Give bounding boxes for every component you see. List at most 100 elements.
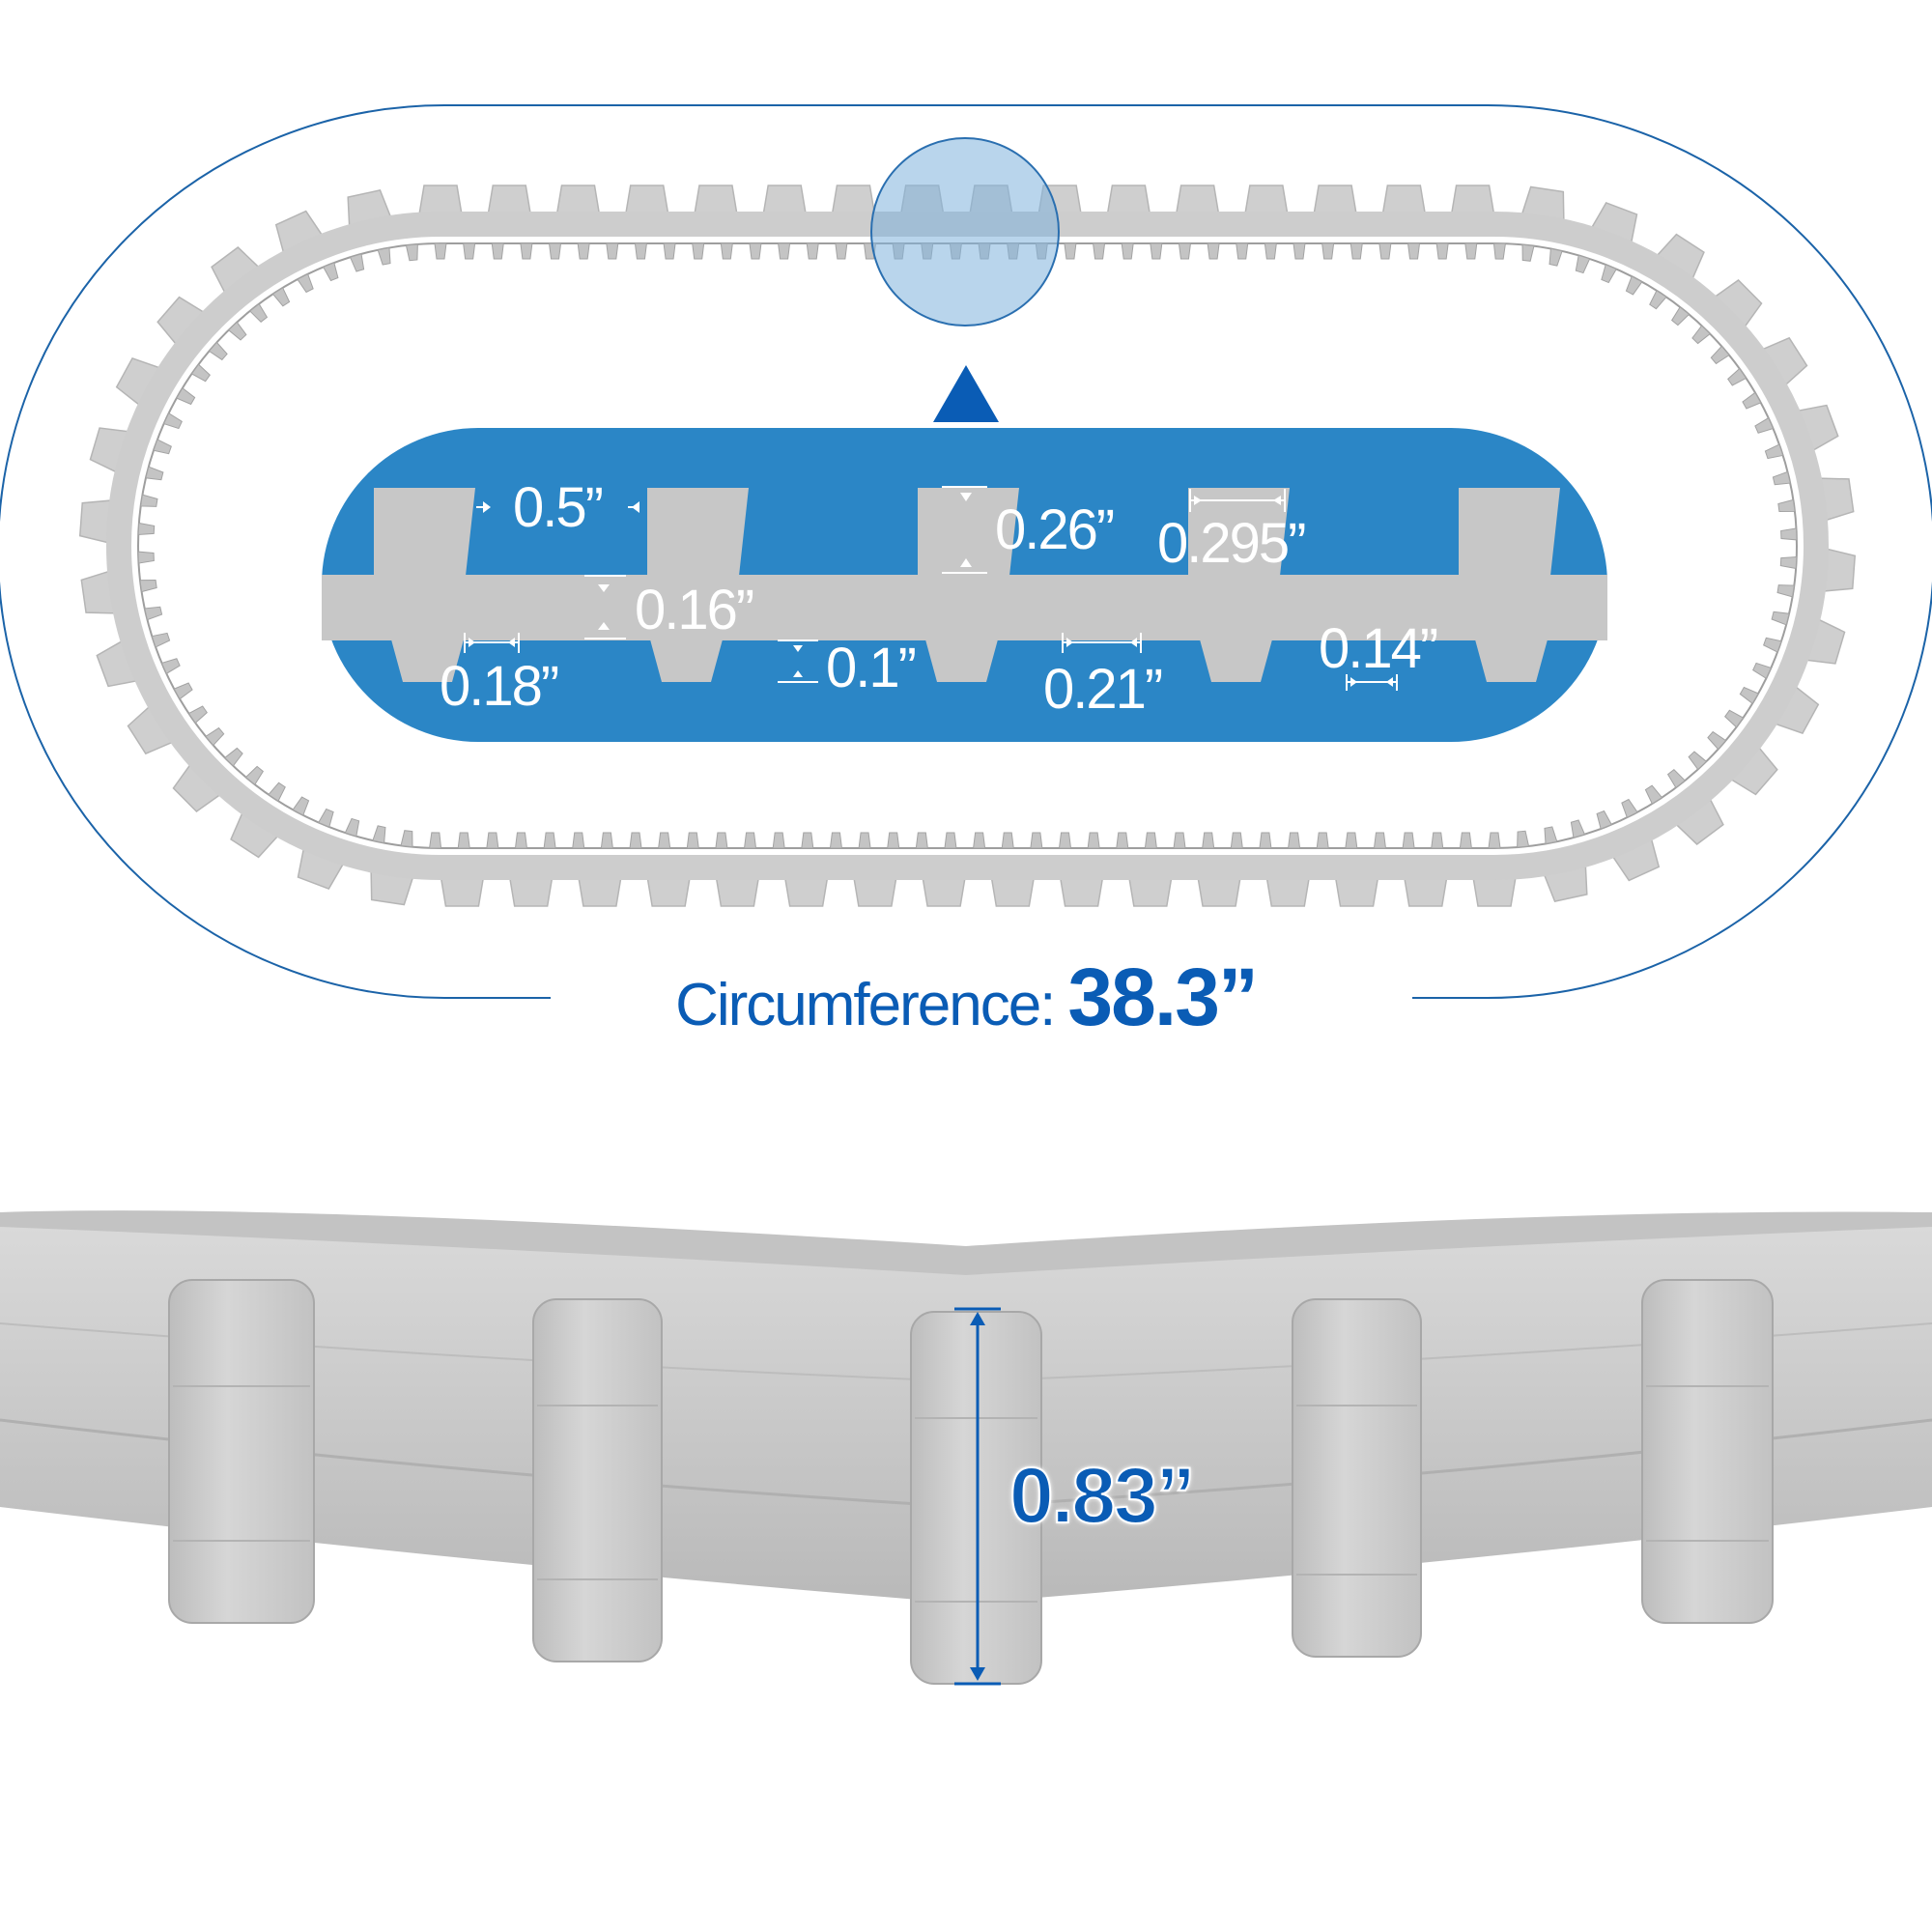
belt-inner-tooth <box>463 242 476 260</box>
belt-cleat <box>168 1279 315 1624</box>
belt-inner-tooth <box>600 832 613 849</box>
inner-tooth-gap-label: 0.14” <box>1319 617 1438 680</box>
belt-inner-tooth <box>1064 242 1077 260</box>
cross-section-tooth-shapes <box>374 488 1560 682</box>
belt-inner-tooth <box>176 387 196 406</box>
belt-inner-tooth <box>1724 709 1745 728</box>
belt-inner-tooth <box>1144 832 1157 849</box>
belt-inner-tooth <box>1092 242 1106 260</box>
belt-cleat <box>532 1298 663 1662</box>
belt-inner-tooth <box>686 832 699 849</box>
belt-outer-tooth <box>852 876 897 907</box>
belt-inner-tooth <box>349 253 365 272</box>
belt-inner-tooth <box>434 242 447 260</box>
belt-inner-tooth <box>543 832 556 849</box>
belt-inner-tooth <box>1575 254 1591 274</box>
belt-inner-tooth <box>778 242 791 260</box>
belt-inner-tooth <box>224 747 243 767</box>
belt-inner-tooth <box>145 466 164 481</box>
belt-inner-tooth <box>1601 264 1617 284</box>
belt-inner-tooth <box>1459 832 1472 849</box>
belt-inner-tooth <box>1178 242 1192 260</box>
belt-inner-tooth <box>137 522 156 536</box>
stadium-frame <box>0 104 1932 999</box>
belt-inner-tooth <box>153 439 172 455</box>
belt-inner-tooth <box>405 243 418 262</box>
belt-outer-tooth <box>487 185 532 215</box>
belt-inner-tooth <box>1464 242 1478 260</box>
belt-inner-tooth <box>1058 832 1072 849</box>
belt-inner-tooth <box>1488 832 1501 849</box>
belt-inner-tooth <box>520 242 533 260</box>
belt-inner-tooth <box>1378 242 1392 260</box>
belt-inner-tooth <box>1207 242 1220 260</box>
belt-inner-tooth <box>1621 798 1638 819</box>
belt-inner-tooth <box>1752 662 1773 679</box>
belt-outer-tooth <box>555 185 601 215</box>
belt-inner-tooth <box>829 832 843 849</box>
belt-inner-tooth <box>715 832 728 849</box>
belt-inner-tooth <box>491 242 504 260</box>
belt-inner-tooth <box>720 242 733 260</box>
belt-inner-tooth <box>292 796 310 816</box>
belt-inner-tooth <box>1570 819 1586 838</box>
belt-inner-tooth <box>1236 242 1249 260</box>
belt-inner-tooth <box>140 494 158 507</box>
belt-inner-tooth <box>514 832 528 849</box>
belt-inner-teeth <box>137 242 1798 849</box>
belt-inner-tooth <box>1150 242 1163 260</box>
belt-outer-tooth <box>1243 185 1289 215</box>
belt-outer-tooth <box>694 185 738 215</box>
belt-closeup <box>0 1210 1932 1685</box>
belt-inner-tooth <box>973 832 986 849</box>
belt-outer-tooth <box>624 185 669 215</box>
tooth-top-width-label: 0.5” <box>513 476 604 539</box>
belt-inner-tooth <box>173 682 193 700</box>
belt-inner-tooth <box>572 832 585 849</box>
belt-inner-tooth <box>400 830 413 848</box>
belt-inner-tooth <box>1754 416 1775 434</box>
belt-outer-tooth <box>1472 876 1517 907</box>
belt-inner-tooth <box>1544 826 1558 845</box>
belt-outer-tooth <box>831 185 876 215</box>
belt-inner-tooth <box>835 242 848 260</box>
belt-inner-tooth <box>1264 242 1277 260</box>
belt-inner-tooth <box>1492 242 1506 260</box>
belt-inner-tooth <box>1776 584 1795 598</box>
belt-inner-tooth <box>1406 242 1421 260</box>
belt-inner-tooth <box>1259 832 1272 849</box>
belt-inner-tooth <box>1649 290 1667 310</box>
belt-inner-tooth <box>1707 730 1727 751</box>
belt-inner-tooth <box>205 726 225 747</box>
belt-inner-tooth <box>1596 810 1613 830</box>
belt-inner-tooth <box>772 832 785 849</box>
belt-outer-tooth <box>440 876 485 907</box>
belt-outer-tooth <box>1265 876 1311 907</box>
belt-inner-tooth <box>1350 242 1363 260</box>
belt-inner-tooth <box>372 825 386 844</box>
belt-cross-section <box>322 488 1607 682</box>
belt-inner-tooth <box>1087 832 1100 849</box>
belt-inner-tooth <box>1670 306 1690 327</box>
belt-inner-tooth <box>1666 769 1687 789</box>
belt-outer-tooth <box>1106 185 1151 215</box>
belt-outer-tooth <box>990 876 1036 907</box>
belt-inner-tooth <box>244 765 265 785</box>
belt-inner-tooth <box>1727 367 1747 386</box>
belt-inner-tooth <box>1373 832 1387 849</box>
belt-inner-tooth <box>271 287 291 307</box>
height-dimension <box>954 1307 1001 1686</box>
belt-thickness-label: 0.16” <box>635 579 754 641</box>
belt-inner-tooth <box>322 262 339 282</box>
belt-inner-tooth <box>1742 391 1762 410</box>
belt-inner-tooth <box>1521 243 1535 262</box>
belt-inner-tooth <box>743 832 757 849</box>
belt-inner-tooth <box>915 832 928 849</box>
belt-outer-tooth <box>1313 185 1357 215</box>
belt-inner-tooth <box>139 580 157 593</box>
belt-inner-tooth <box>1435 242 1449 260</box>
belt-inner-tooth <box>1771 611 1790 626</box>
belt-inner-tooth <box>629 832 642 849</box>
belt-inner-tooth <box>634 242 647 260</box>
